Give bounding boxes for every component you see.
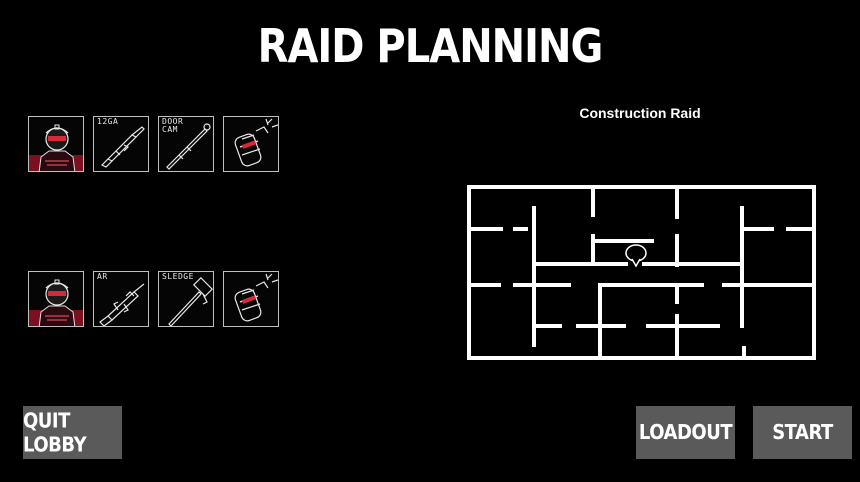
slot-operator[interactable] (28, 116, 84, 172)
slot-primary-weapon[interactable]: AR (93, 271, 149, 327)
quit-lobby-button[interactable]: QUIT LOBBY (23, 406, 122, 459)
operator-portrait-icon (29, 124, 83, 171)
camera-marker-icon[interactable] (625, 244, 647, 268)
loadout-button[interactable]: LOADOUT (636, 406, 735, 459)
quit-lobby-label: QUIT LOBBY (23, 408, 87, 457)
slot-label: SLEDGE (162, 272, 194, 281)
slot-gadget[interactable]: DOOR CAM (158, 116, 214, 172)
slot-label: 12GA (97, 117, 119, 126)
slot-label: AR (97, 272, 108, 281)
slot-primary-weapon[interactable]: 12GA (93, 116, 149, 172)
map-name: Construction Raid (579, 105, 701, 121)
door-cam-icon (166, 123, 211, 170)
squad-member-1-loadout: 12GA DOOR CAM (28, 116, 279, 172)
slot-gadget[interactable]: SLEDGE (158, 271, 214, 327)
slot-grenade[interactable] (223, 116, 279, 172)
start-label: START (772, 420, 833, 445)
squad-member-2-loadout: AR SLEDGE (28, 271, 279, 327)
start-button[interactable]: START (753, 406, 852, 459)
loadout-label: LOADOUT (638, 420, 733, 445)
slot-operator[interactable] (28, 271, 84, 327)
grenade-icon (234, 118, 278, 167)
slot-grenade[interactable] (223, 271, 279, 327)
shotgun-icon (100, 126, 145, 168)
assault-rifle-icon (99, 283, 145, 326)
operator-portrait-icon (29, 279, 83, 326)
slot-label: DOOR CAM (162, 117, 184, 134)
floor-plan-map[interactable] (466, 184, 818, 362)
page-title: RAID PLANNING (257, 20, 604, 74)
sledgehammer-icon (168, 276, 213, 326)
grenade-icon (234, 273, 278, 322)
